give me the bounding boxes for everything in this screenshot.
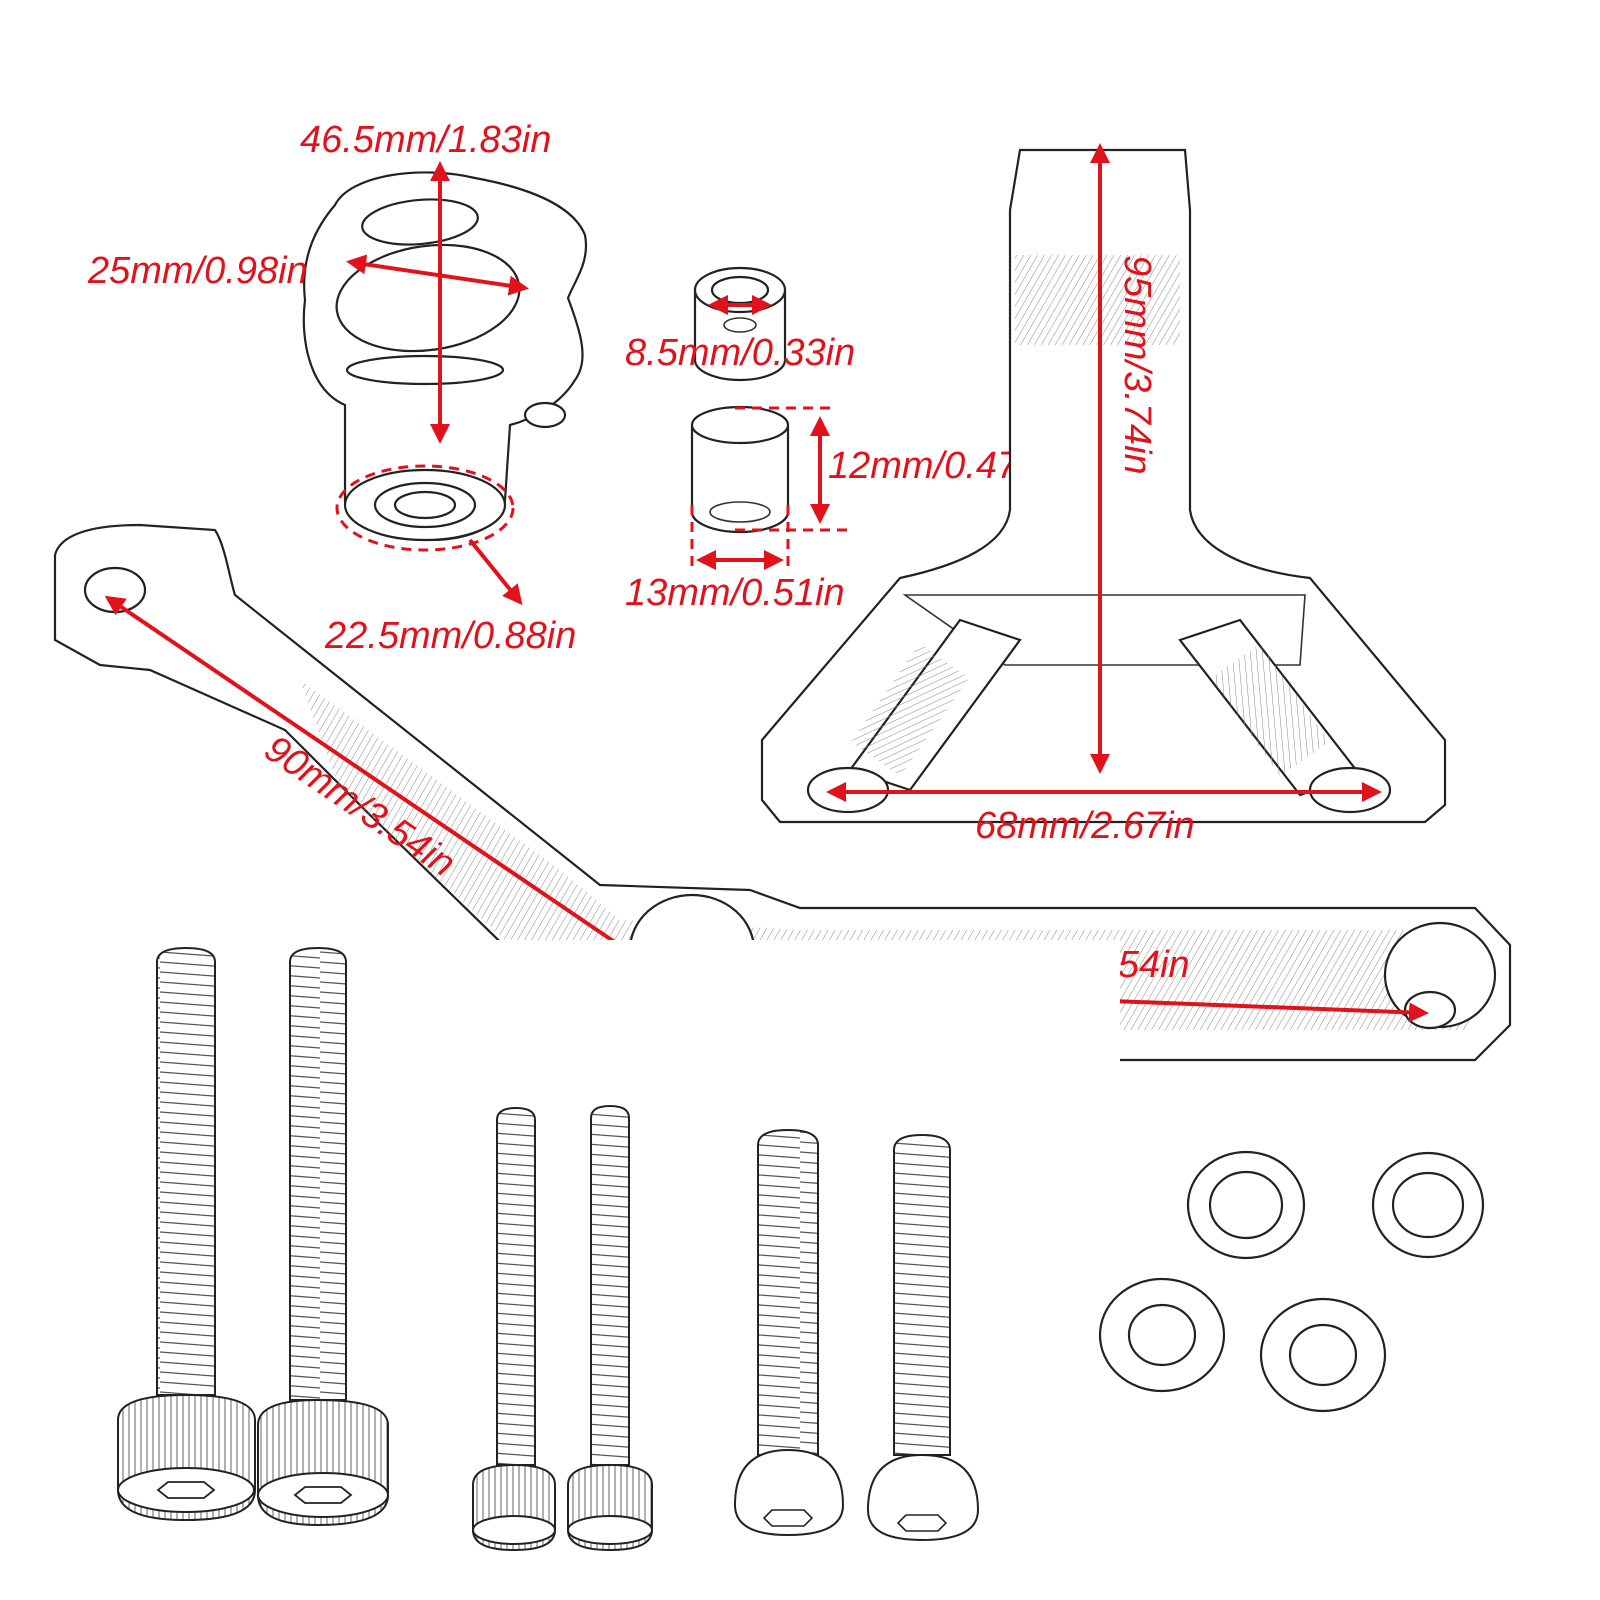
cap-screw-short-2 [567, 1104, 653, 1552]
spacer-short: 8.5mm/0.33in [625, 266, 855, 382]
clamp-height-label: 46.5mm/1.83in [300, 119, 551, 161]
cap-screw-short-1 [472, 1106, 556, 1552]
washer-1 [1186, 1150, 1306, 1260]
button-screw-2 [866, 1133, 980, 1542]
washer-4 [1259, 1297, 1387, 1413]
cap-screw-long-1 [117, 946, 256, 1522]
button-screw-1 [733, 1128, 845, 1537]
washer-3 [1098, 1277, 1226, 1393]
bracket-width-label: 68mm/2.67in [975, 805, 1195, 847]
washer-2 [1371, 1151, 1485, 1259]
cap-screw-long-2 [257, 946, 389, 1527]
handlebar-clamp: 46.5mm/1.83in 25mm/0.98in 22.5mm/0.88in [87, 119, 588, 657]
clamp-width-label: 25mm/0.98in [87, 250, 308, 292]
y-bracket: 95mm/3.74in 68mm/2.67in [760, 143, 1447, 847]
bracket-height-label: 95mm/3.74in [1116, 255, 1158, 475]
spacer-inner-label: 8.5mm/0.33in [625, 332, 855, 374]
